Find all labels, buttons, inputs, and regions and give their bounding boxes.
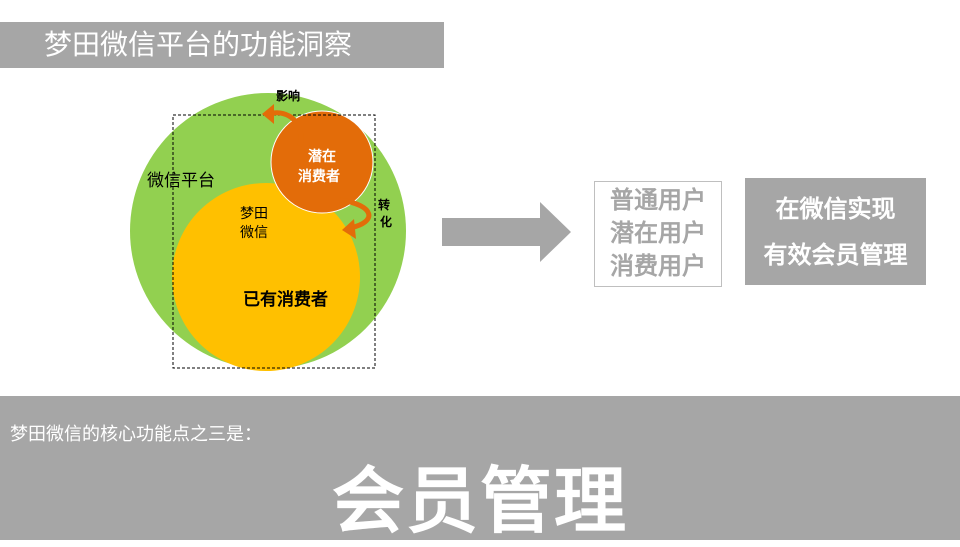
user-type-consumer: 消费用户 bbox=[610, 252, 706, 280]
user-type-ordinary: 普通用户 bbox=[610, 186, 706, 214]
right-arrow-icon bbox=[442, 202, 571, 262]
slide-title: 梦田微信平台的功能洞察 bbox=[0, 22, 444, 68]
bottom-subtitle: 梦田微信的核心功能点之三是： bbox=[10, 424, 262, 445]
convert-label-line2: 化 bbox=[380, 215, 393, 229]
platform-label: 微信平台 bbox=[147, 171, 215, 191]
goal-box: 在微信实现 有效会员管理 bbox=[745, 178, 926, 285]
user-type-potential: 潜在用户 bbox=[610, 219, 706, 247]
convert-arrow bbox=[339, 197, 372, 231]
goal-line1: 在微信实现 bbox=[775, 195, 896, 223]
user-types-box: 普通用户 潜在用户 消费用户 bbox=[594, 181, 722, 287]
mengtian-label-line1: 梦田 bbox=[240, 206, 268, 222]
mengtian-label-line2: 微信 bbox=[240, 225, 268, 241]
convert-label-line1: 转 bbox=[378, 198, 391, 212]
bottom-banner bbox=[0, 396, 960, 540]
potential-label-line1: 潜在 bbox=[308, 149, 336, 165]
existing-consumers-label: 已有消费者 bbox=[243, 290, 328, 310]
bottom-headline: 会员管理 bbox=[331, 459, 628, 543]
influence-label: 影响 bbox=[276, 89, 301, 103]
goal-line2: 有效会员管理 bbox=[763, 241, 908, 269]
existing-consumers-circle bbox=[172, 183, 360, 371]
insight-diagram bbox=[130, 93, 406, 371]
potential-label-line2: 消费者 bbox=[298, 169, 340, 185]
potential-consumers-circle bbox=[270, 110, 374, 214]
